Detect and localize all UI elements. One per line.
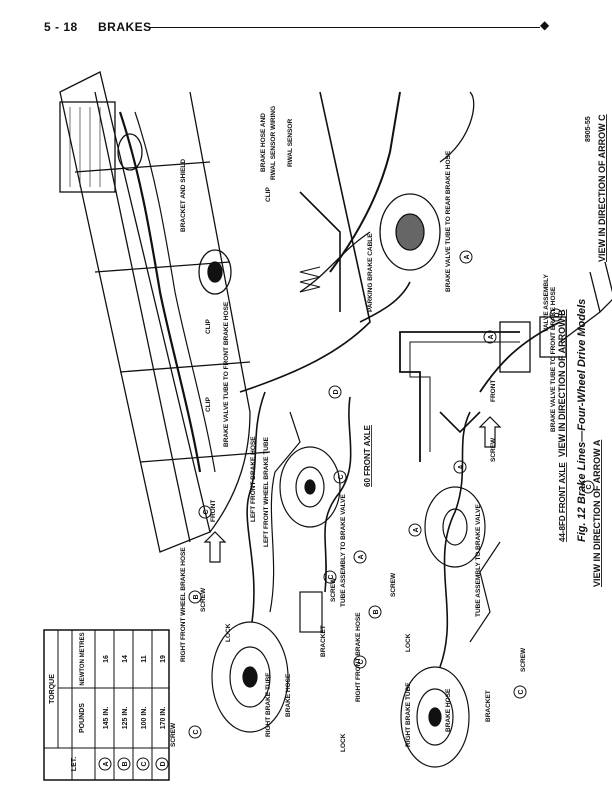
- label-brake-hose: BRAKE HOSE: [445, 688, 452, 732]
- svg-text:C: C: [338, 474, 345, 479]
- svg-text:C: C: [586, 484, 593, 489]
- row-let: A: [103, 761, 110, 766]
- rear-axle-view: [299, 91, 475, 323]
- torque-row: D 170 IN. 19: [155, 655, 169, 771]
- label-screw: SCREW: [520, 647, 527, 672]
- label-clip: CLIP: [205, 397, 212, 412]
- svg-text:A: A: [413, 527, 420, 532]
- figure-svg: TORQUE LET. POUNDS NEWTON METRES A 145 I…: [43, 71, 612, 781]
- label-bracket: BRACKET: [320, 625, 327, 657]
- col-let-header: LET.: [71, 757, 78, 771]
- label-clip: CLIP: [265, 187, 272, 202]
- brake-lines-figure: TORQUE LET. POUNDS NEWTON METRES A 145 I…: [0, 40, 612, 792]
- row-newton: 19: [160, 655, 167, 663]
- page-header: 5 - 18 BRAKES ◆: [0, 0, 612, 40]
- svg-text:A: A: [358, 554, 365, 559]
- row-pounds: 170 IN.: [160, 707, 167, 730]
- row-let: D: [160, 761, 167, 766]
- label-lock: LOCK: [225, 623, 232, 642]
- label-screw: SCREW: [390, 572, 397, 597]
- label-brake-valve-tube-front: BRAKE VALVE TUBE TO FRONT BRAKE HOSE: [223, 301, 230, 447]
- page-number: 5 - 18: [44, 20, 78, 34]
- label-screw: SCREW: [330, 577, 337, 602]
- figure-caption: Fig. 12 Brake Lines—Four-Wheel Drive Mod…: [576, 299, 588, 542]
- label-tube-assembly-to-brake-valve: TUBE ASSEMBLY TO BRAKE VALVE: [340, 494, 347, 607]
- label-brake-valve-tube-front: BRAKE VALVE TUBE TO FRONT BRAKE HOSE: [550, 286, 557, 432]
- svg-text:A: A: [488, 334, 495, 339]
- label-bracket: BRACKET: [485, 690, 492, 722]
- label-left-front-wheel-brake-tube: LEFT FRONT WHEEL BRAKE TUBE: [263, 436, 270, 547]
- label-screw: SCREW: [490, 437, 497, 462]
- row-pounds: 125 IN.: [122, 707, 129, 730]
- axle-44-label: 44-8FD FRONT AXLE: [558, 462, 567, 542]
- torque-title: TORQUE: [49, 674, 56, 704]
- label-front: FRONT: [490, 380, 497, 402]
- label-valve-assembly: VALVE ASSEMBLY: [543, 274, 550, 332]
- vehicle-frame: [59, 71, 371, 553]
- col-newton-header: NEWTON METRES: [80, 632, 86, 685]
- label-right-brake-tube: RIGHT BRAKE TUBE: [405, 682, 412, 747]
- label-lock: LOCK: [405, 633, 412, 652]
- label-front: FRONT: [210, 500, 217, 522]
- axle-60-label: 60 FRONT AXLE: [363, 424, 372, 487]
- label-rwal-sensor: RWAL SENSOR: [287, 119, 294, 167]
- view-arrow-c-label: VIEW IN DIRECTION OF ARROW C: [597, 114, 607, 262]
- svg-text:B: B: [373, 609, 380, 614]
- label-lock: LOCK: [340, 733, 347, 752]
- col-pounds-header: POUNDS: [79, 703, 86, 733]
- svg-text:D: D: [554, 312, 561, 317]
- label-parking-brake-cable: PARKING BRAKE CABLE: [367, 233, 374, 312]
- svg-text:A: A: [464, 254, 471, 259]
- view-arrow-b-label: VIEW IN DIRECTION OF ARROW B: [557, 309, 567, 457]
- label-right-front-brake-hose: RIGHT FRONT BRAKE HOSE: [355, 612, 362, 702]
- svg-text:C: C: [358, 659, 365, 664]
- label-brake-valve-tube-rear: BRAKE VALVE TUBE TO REAR BRAKE HOSE: [445, 150, 452, 292]
- svg-text:D: D: [333, 389, 340, 394]
- torque-row: B 125 IN. 14: [117, 655, 131, 771]
- diamond-icon: ◆: [540, 18, 550, 32]
- row-let: B: [122, 761, 129, 766]
- figure-code: 8905-55: [585, 116, 592, 142]
- svg-text:C: C: [328, 574, 335, 579]
- label-bracket-and-shield: BRACKET AND SHIELD: [180, 159, 187, 232]
- row-pounds: 100 IN.: [141, 707, 148, 730]
- label-left-front-brake-hose: LEFT FRONT BRAKE HOSE: [250, 436, 257, 522]
- svg-text:C: C: [518, 689, 525, 694]
- row-newton: 14: [122, 655, 129, 663]
- row-let: C: [141, 761, 148, 766]
- header-rule: [148, 27, 540, 28]
- label-tube-assembly-to-brake-valve: TUBE ASSEMBLY TO BRAKE VALVE: [475, 504, 482, 617]
- torque-row: C 100 IN. 11: [136, 655, 150, 771]
- label-brake-hose-rwal-line2: RWAL SENSOR WIRING: [270, 106, 277, 180]
- svg-text:C: C: [203, 509, 210, 514]
- view-arrow-a-label: VIEW IN DIRECTION OF ARROW A: [592, 439, 602, 587]
- label-screw: SCREW: [170, 722, 177, 747]
- rotated-figure: TORQUE LET. POUNDS NEWTON METRES A 145 I…: [43, 71, 612, 781]
- label-brake-hose-rwal-line1: BRAKE HOSE AND: [260, 113, 267, 172]
- torque-table: TORQUE LET. POUNDS NEWTON METRES A 145 I…: [43, 629, 170, 781]
- brake-valve-view: [399, 261, 612, 462]
- section-title: BRAKES: [98, 20, 152, 34]
- svg-text:A: A: [458, 464, 465, 469]
- front-arrow-icon: [203, 416, 502, 563]
- label-right-front-wheel-brake-hose: RIGHT FRONT WHEEL BRAKE HOSE: [180, 547, 187, 662]
- row-newton: 16: [103, 655, 110, 663]
- torque-row: A 145 IN. 16: [98, 655, 112, 771]
- label-right-brake-tube: RIGHT BRAKE TUBE: [265, 672, 272, 737]
- row-newton: 11: [141, 655, 148, 663]
- row-pounds: 145 IN.: [103, 707, 110, 730]
- label-clip: CLIP: [205, 319, 212, 334]
- label-brake-hose: BRAKE HOSE: [285, 673, 292, 717]
- callouts: A A D D C A A B C A B C C C C C: [188, 250, 595, 739]
- svg-text:C: C: [193, 729, 200, 734]
- svg-text:B: B: [193, 594, 200, 599]
- wheel-assemblies: [211, 391, 501, 768]
- label-screw: SCREW: [200, 587, 207, 612]
